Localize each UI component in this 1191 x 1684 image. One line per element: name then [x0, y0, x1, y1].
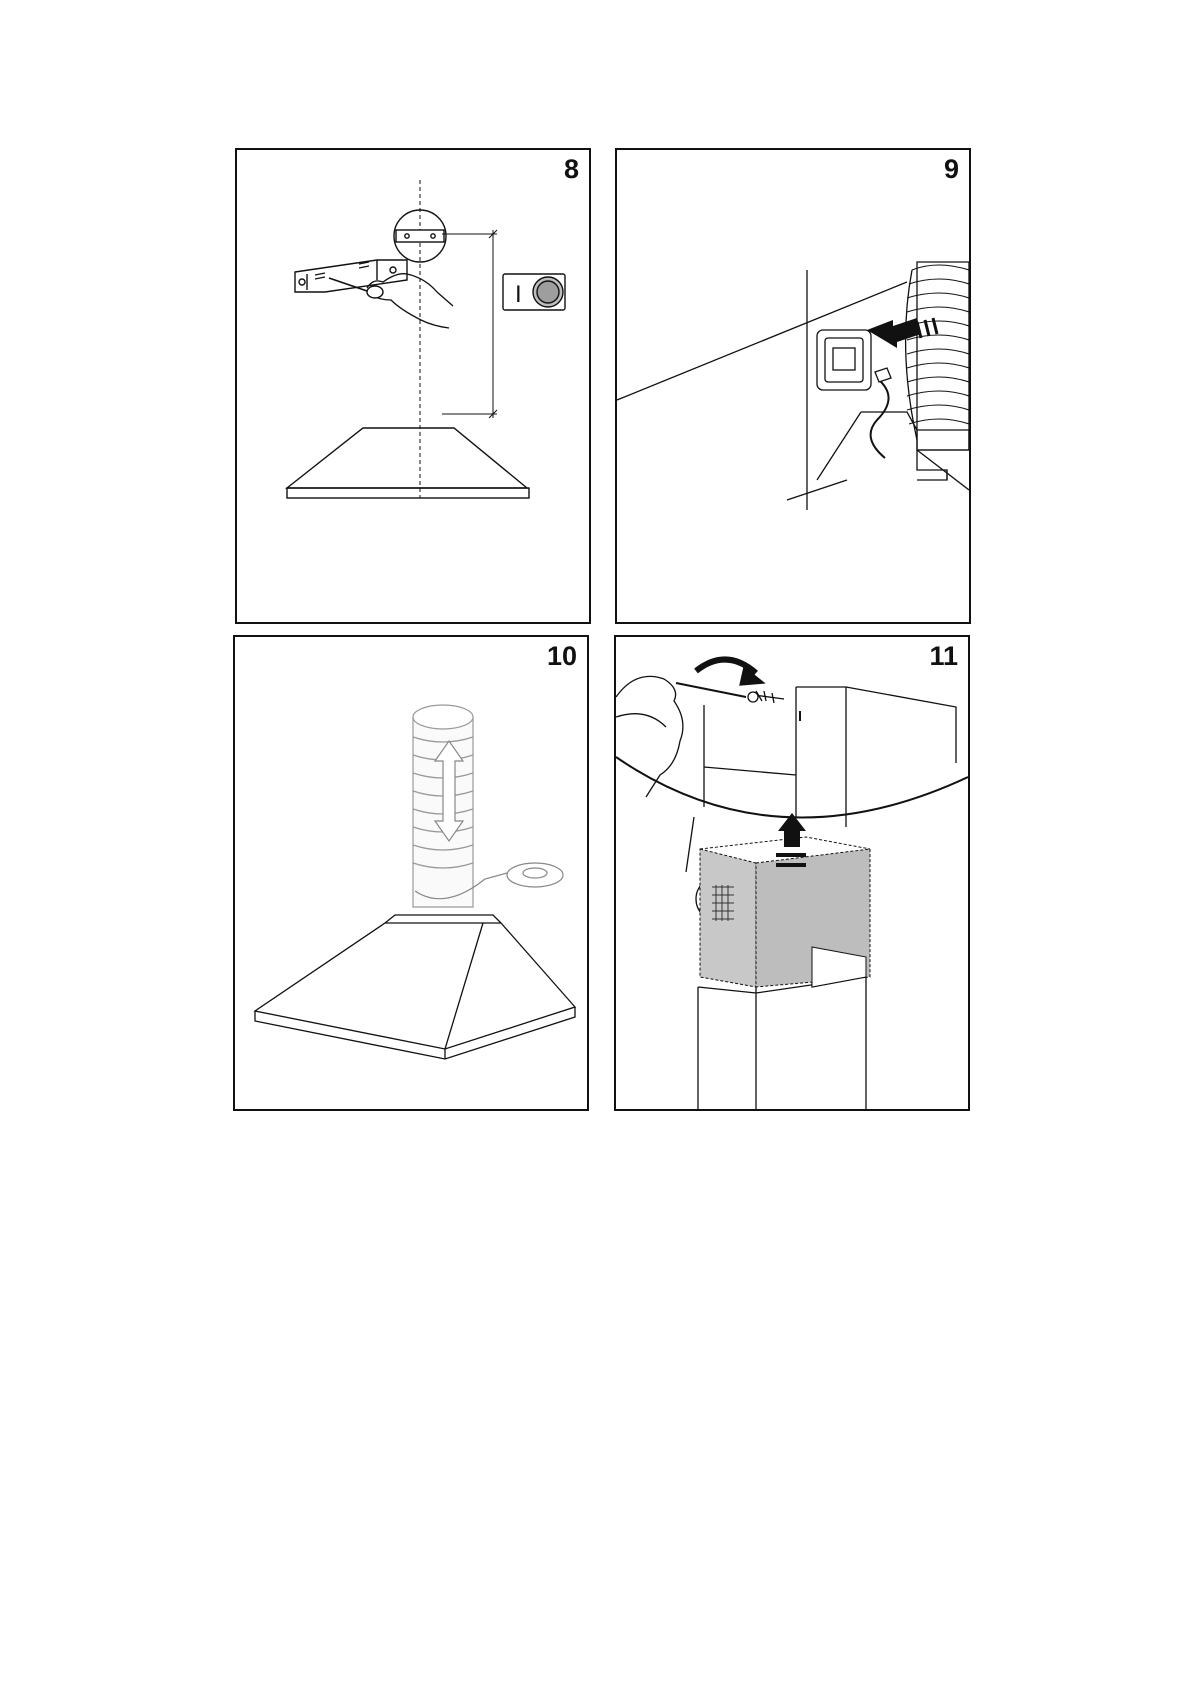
step-11-panel: 11 [614, 635, 970, 1111]
step-11-illustration [616, 637, 968, 1109]
power-cable [871, 380, 889, 458]
wall-bracket [295, 260, 407, 292]
step-8-panel: 8 [235, 148, 591, 624]
screwdriver [676, 683, 746, 697]
detail-arc [616, 757, 968, 818]
step-9-panel: 9 [615, 148, 971, 624]
switch-symbol-label: I [515, 281, 522, 308]
step-10-panel: 10 [233, 635, 589, 1111]
step-9-illustration [617, 150, 969, 622]
lower-chimney [698, 977, 866, 1109]
hand [367, 274, 453, 328]
step-10-illustration [235, 637, 587, 1109]
upper-chimney [700, 837, 870, 987]
step-8-illustration: I [237, 150, 589, 622]
power-switch-symbol [503, 274, 565, 310]
insert-arrow [867, 318, 921, 348]
flexible-duct [906, 262, 969, 450]
hand [616, 676, 683, 797]
hood-canopy [287, 428, 527, 488]
